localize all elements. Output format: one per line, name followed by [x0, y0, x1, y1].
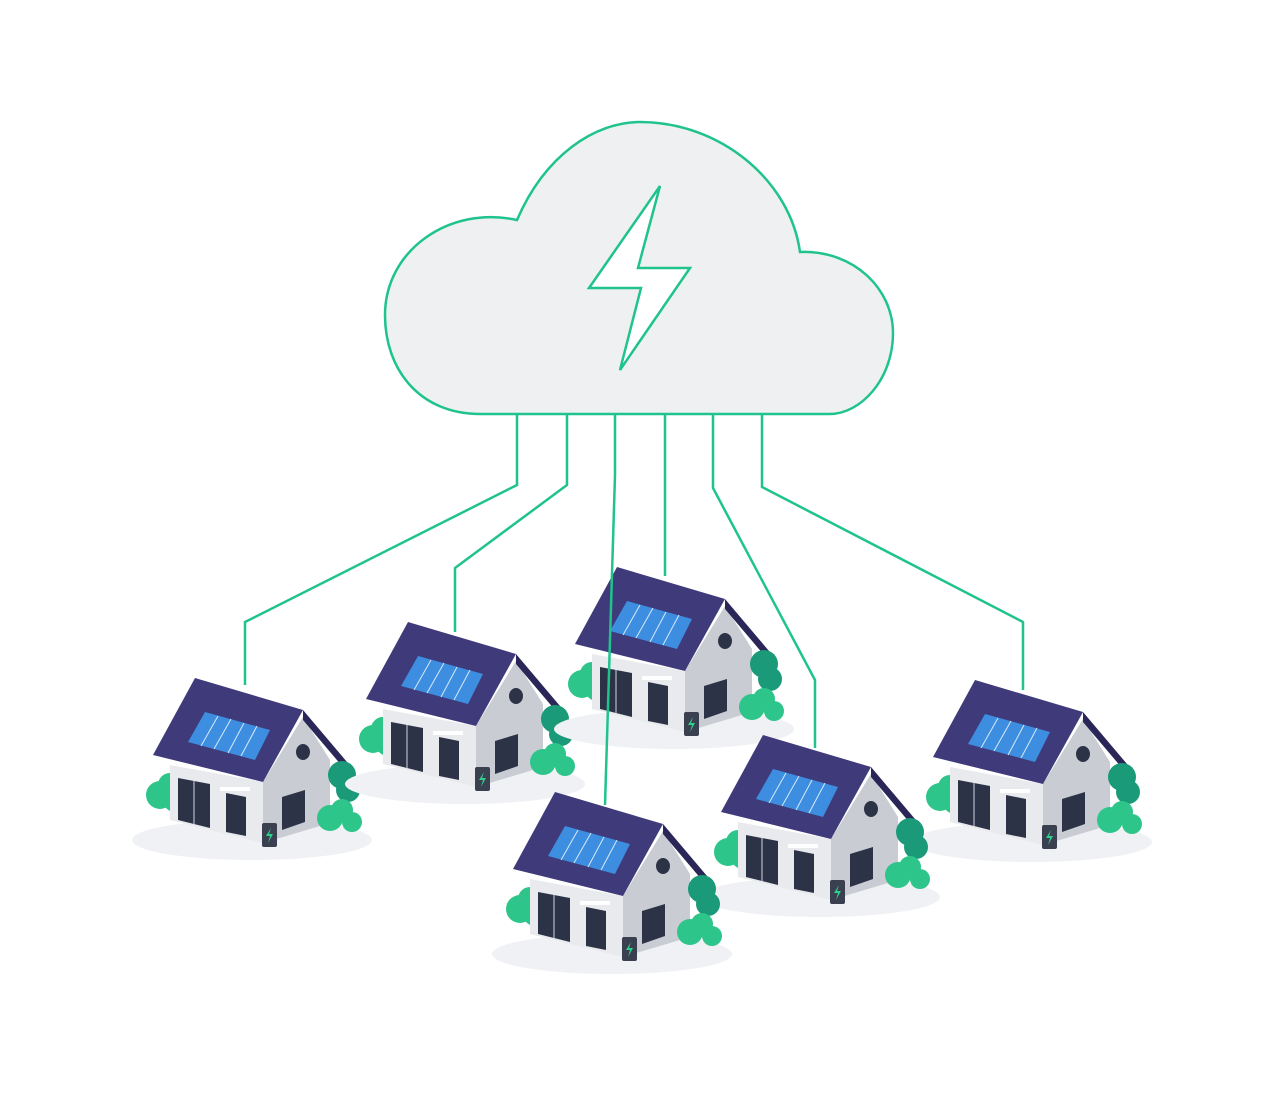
connection-lines	[243, 414, 1025, 806]
solar-house-icon	[131, 677, 373, 861]
connection-line	[760, 414, 1025, 690]
connection-line	[603, 414, 617, 806]
solar-house-icon	[344, 621, 586, 805]
connection-line	[711, 414, 817, 748]
connection-line	[453, 414, 569, 632]
solar-house-icon	[491, 791, 733, 975]
solar-house-icon	[699, 734, 941, 918]
solar-house-icon	[553, 566, 795, 750]
solar-house-icon	[911, 679, 1153, 863]
lightning-bolt-icon	[586, 185, 693, 371]
connection-line	[243, 414, 519, 685]
